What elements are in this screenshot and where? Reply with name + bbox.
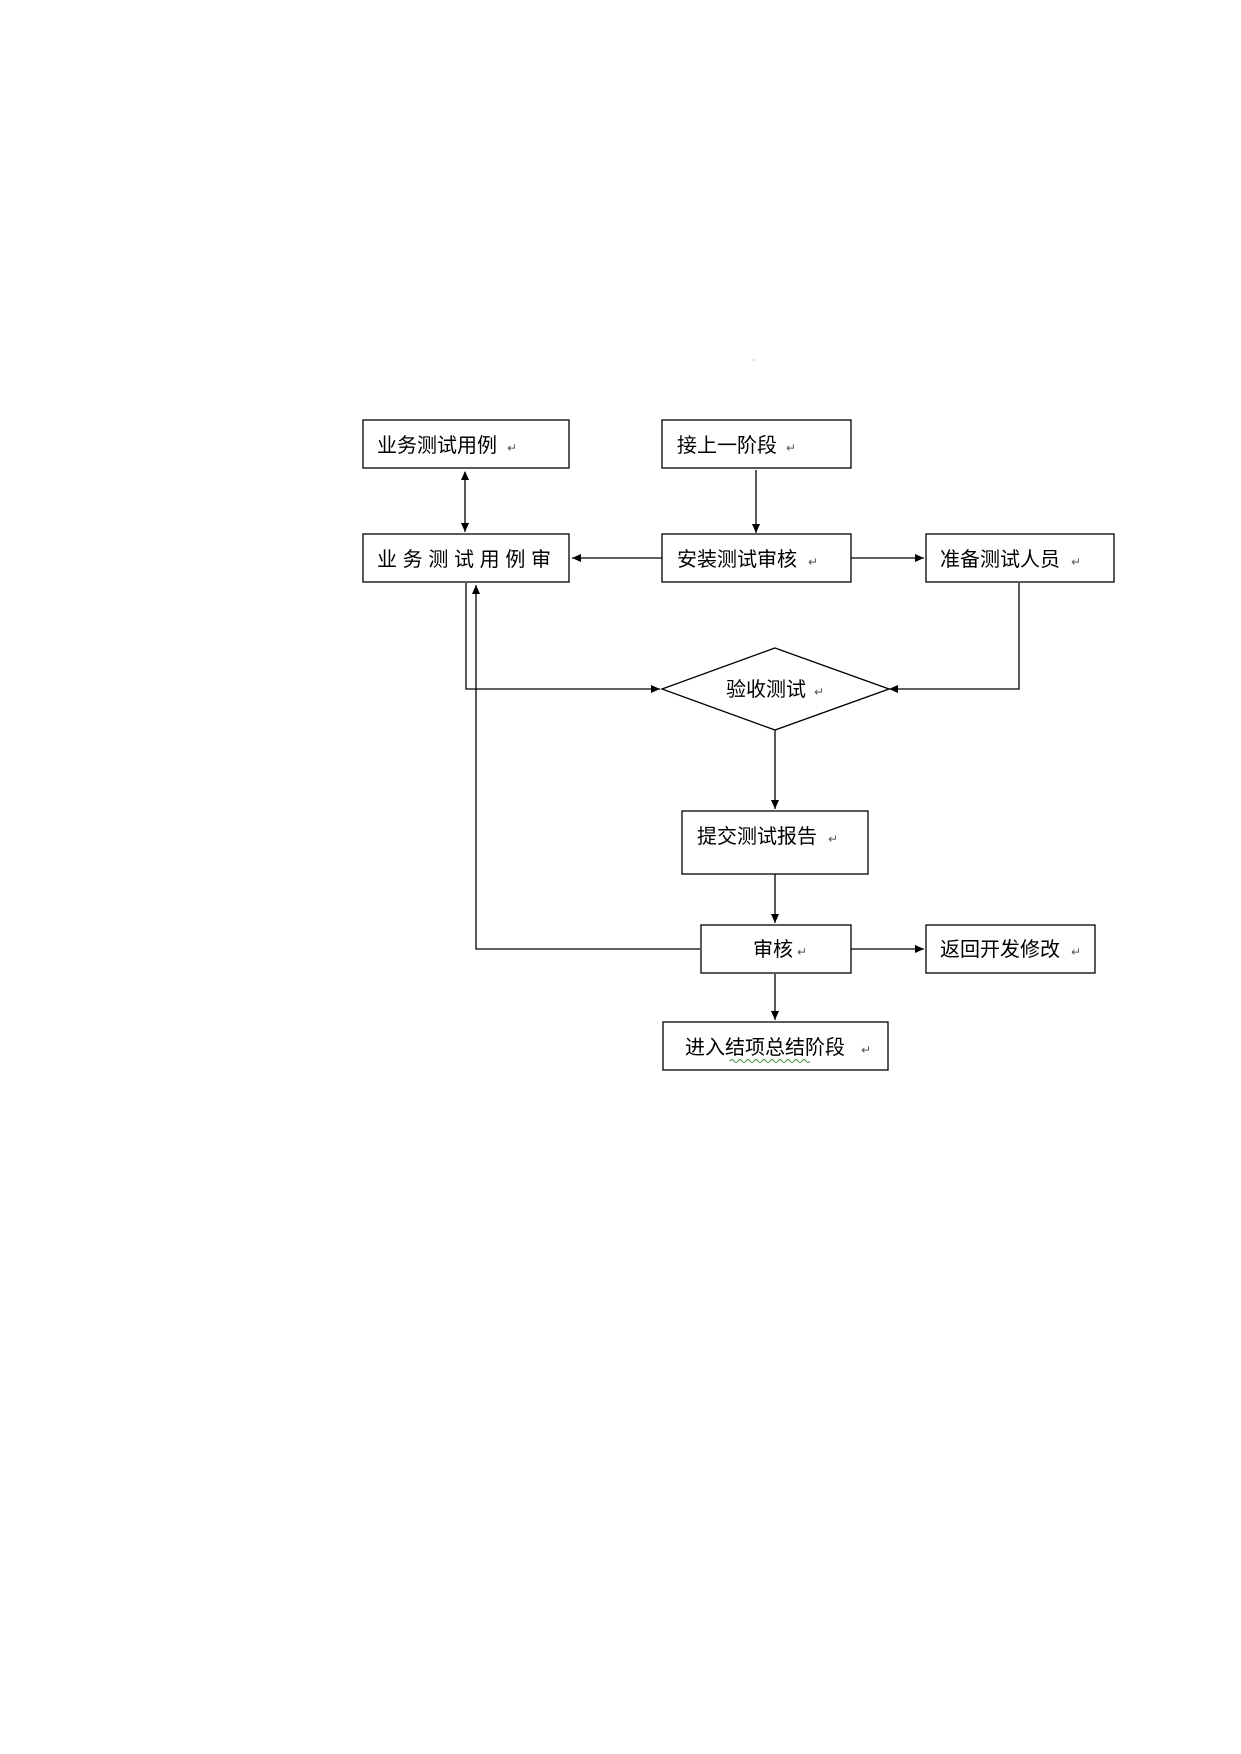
node-enter-summary: 进入结项总结阶段 ↵: [662, 1021, 889, 1071]
paragraph-mark: ↵: [797, 945, 807, 959]
node-prev-stage: 接上一阶段 ↵: [661, 419, 852, 469]
paragraph-mark: ↵: [1071, 555, 1081, 569]
paragraph-mark: ↵: [507, 441, 517, 455]
edge-bizreview-acceptance: [465, 583, 660, 693]
node-install-review-label: 安装测试审核: [677, 547, 797, 571]
edge-review-bizreview: [472, 585, 700, 950]
node-acceptance-test: 验收测试 ↵: [660, 647, 891, 731]
node-biz-test-review: 业务测试用例审: [362, 533, 570, 583]
node-install-review: 安装测试审核 ↵: [661, 533, 852, 583]
node-prepare-staff-label: 准备测试人员: [940, 547, 1060, 571]
node-biz-test-review-label: 业务测试用例审: [377, 547, 551, 571]
node-acceptance-test-label: 验收测试: [726, 677, 806, 701]
node-return-dev-label: 返回开发修改: [940, 937, 1060, 961]
edge-staff-acceptance: [889, 583, 1020, 693]
node-submit-report-label: 提交测试报告: [697, 824, 817, 848]
node-biz-test-case: 业务测试用例 ↵: [362, 419, 570, 469]
paragraph-mark: ↵: [814, 685, 824, 699]
node-biz-test-case-label: 业务测试用例: [377, 433, 497, 457]
paragraph-mark: ↵: [808, 555, 818, 569]
node-prev-stage-label: 接上一阶段: [677, 433, 777, 457]
spellcheck-underline: [729, 1059, 811, 1063]
node-return-dev: 返回开发修改 ↵: [925, 924, 1096, 974]
node-enter-summary-label: 进入结项总结阶段: [685, 1035, 845, 1059]
node-review: 审核 ↵: [700, 924, 852, 974]
paragraph-mark: ↵: [861, 1043, 871, 1057]
node-submit-report: 提交测试报告 ↵: [681, 810, 869, 875]
node-prepare-staff: 准备测试人员 ↵: [925, 533, 1115, 583]
node-review-label: 审核: [753, 937, 793, 961]
paragraph-mark: ↵: [828, 832, 838, 846]
stray-mark: ·: [752, 356, 755, 366]
paragraph-mark: ↵: [1071, 945, 1081, 959]
paragraph-mark: ↵: [786, 441, 796, 455]
